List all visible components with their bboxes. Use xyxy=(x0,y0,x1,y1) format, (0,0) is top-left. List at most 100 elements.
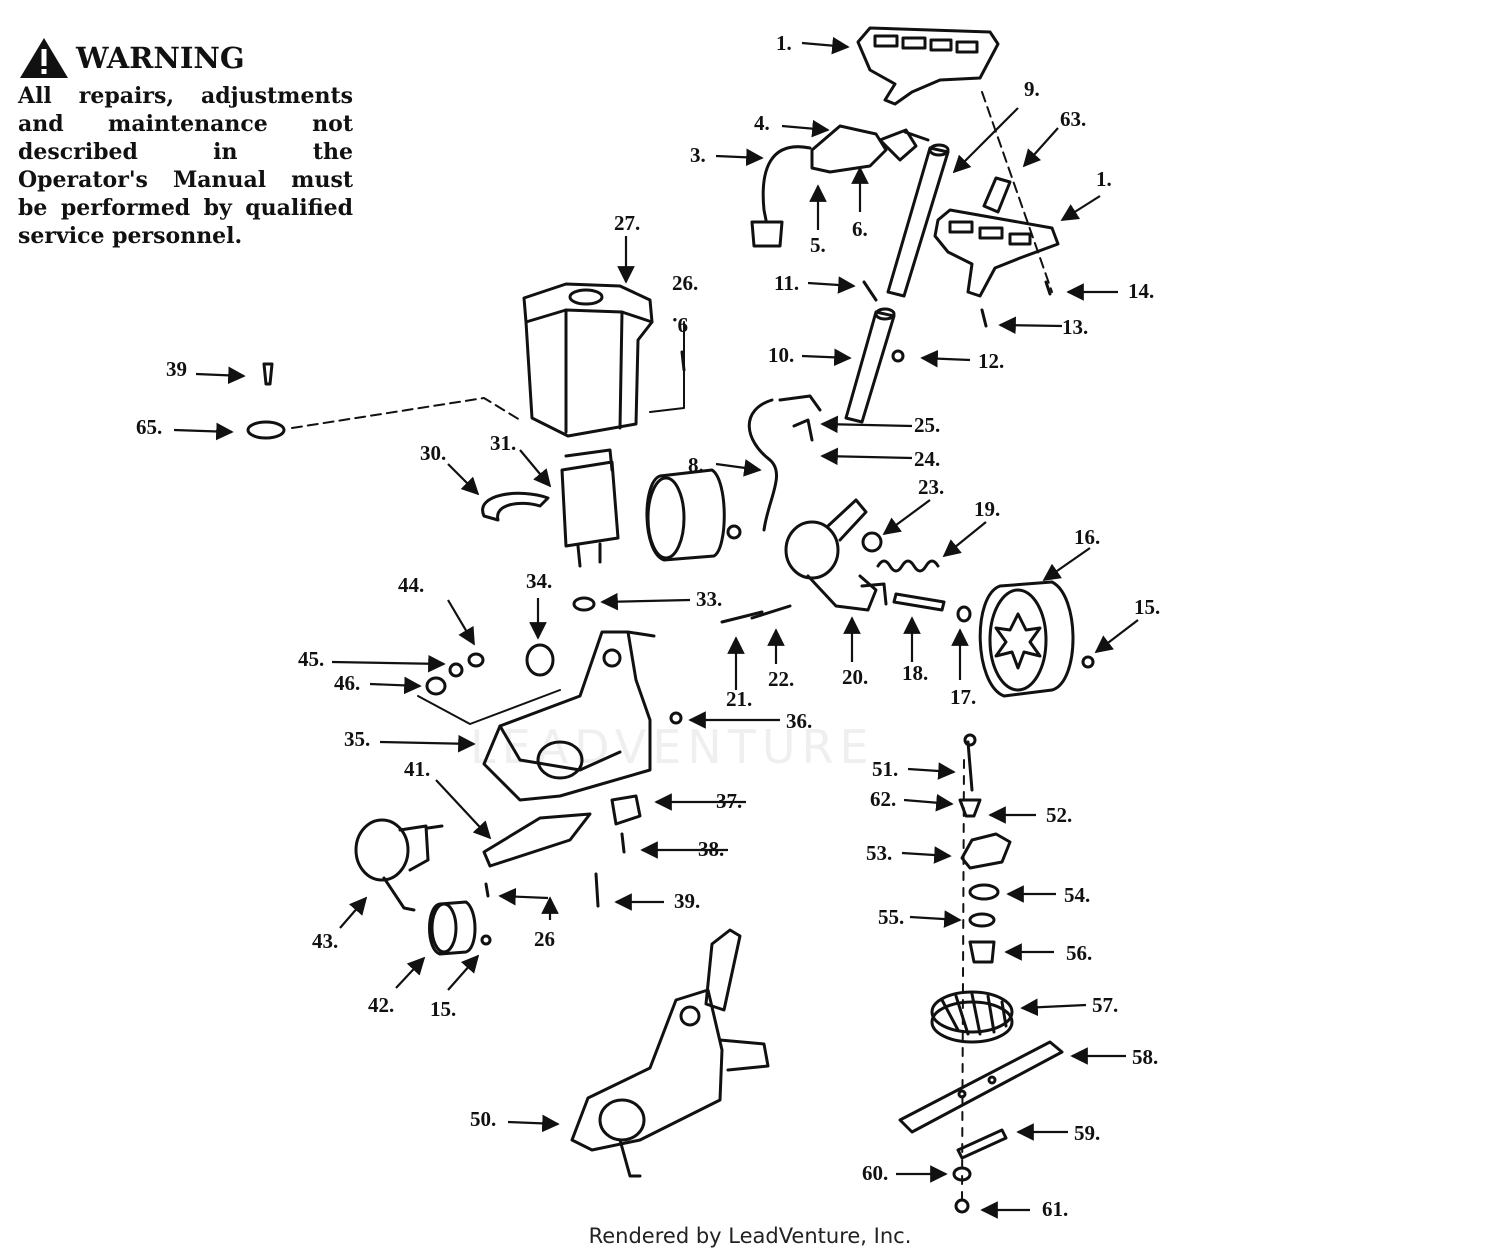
part-label-15-left: 15. xyxy=(430,997,456,1021)
wiring-part xyxy=(747,398,779,532)
part-label-24: 24. xyxy=(914,447,940,471)
part-label-42: 42. xyxy=(368,993,394,1017)
screw-39-part xyxy=(594,872,600,908)
part-label-13: 13. xyxy=(1062,315,1088,339)
part-label-37: 37. xyxy=(716,789,742,813)
warning-title: WARNING xyxy=(76,41,245,75)
nut-36-part xyxy=(669,711,683,725)
warning-triangle-icon xyxy=(20,38,68,78)
part-label-57: 57. xyxy=(1092,993,1118,1017)
part-label-38: 38. xyxy=(698,837,724,861)
part-label-25: 25. xyxy=(914,413,940,437)
wheel-small-part xyxy=(428,900,477,956)
switch-assembly-part xyxy=(810,124,930,174)
warning-header: WARNING xyxy=(18,36,353,80)
spacer-56-part xyxy=(968,940,996,964)
part-label-5: 5. xyxy=(810,233,826,257)
screw-39-top-part xyxy=(262,362,274,386)
part-label-50: 50. xyxy=(470,1107,496,1131)
part-label-1-lower: 1. xyxy=(1096,167,1112,191)
screw-11-part xyxy=(862,280,878,302)
warning-text: All repairs, adjustments and maintenance… xyxy=(18,83,353,249)
part-label-22: 22. xyxy=(768,667,794,691)
axle-housing-part xyxy=(784,498,888,612)
part-label-51: 51. xyxy=(872,757,898,781)
screw-14-part xyxy=(1044,280,1052,296)
plate-41-part xyxy=(482,812,592,868)
handle-lower-part xyxy=(933,208,1060,298)
washer-54-part xyxy=(968,883,1000,901)
watermark: LEADVENTURE xyxy=(470,720,875,774)
warning-box: WARNING All repairs, adjustments and mai… xyxy=(18,36,353,250)
part-label-53: 53. xyxy=(866,841,892,865)
part-label-8: 8. xyxy=(688,453,704,477)
part-label-3: 3. xyxy=(690,143,706,167)
pin-21-part xyxy=(720,610,764,624)
part-label-62: 62. xyxy=(870,787,896,811)
lower-shaft-part xyxy=(844,307,896,424)
edger-housing-part xyxy=(482,630,656,802)
armature-part xyxy=(560,448,620,568)
part-label-43: 43. xyxy=(312,929,338,953)
bracket-53-part xyxy=(960,832,1012,870)
washer-33-part xyxy=(572,596,596,612)
motor-cover-part xyxy=(522,282,654,438)
upper-shaft-part xyxy=(886,143,950,298)
nut-61-part xyxy=(954,1198,970,1214)
part-label-35: 35. xyxy=(344,727,370,751)
screw-38-part xyxy=(620,832,626,854)
part-label-9-rotated: 9. xyxy=(672,313,688,337)
part-label-26-lower: 26 xyxy=(534,927,555,951)
washer-55-part xyxy=(968,912,996,928)
part-label-27: 27. xyxy=(614,211,640,235)
part-label-14: 14. xyxy=(1128,279,1154,303)
bushing-17-part xyxy=(956,605,972,623)
part-label-55: 55. xyxy=(878,905,904,929)
screw-26-lower-part xyxy=(484,882,490,898)
part-label-60: 60. xyxy=(862,1161,888,1185)
part-label-34: 34. xyxy=(526,569,552,593)
part-label-39-lower: 39. xyxy=(674,889,700,913)
part-label-52: 52. xyxy=(1046,803,1072,827)
part-label-41: 41. xyxy=(404,757,430,781)
impeller-57-part xyxy=(930,990,1014,1044)
part-label-1-top: 1. xyxy=(776,31,792,55)
part-label-4: 4. xyxy=(754,111,770,135)
part-label-9: 9. xyxy=(1024,77,1040,101)
pin-22-part xyxy=(750,604,792,620)
part-label-18: 18. xyxy=(902,661,928,685)
part-label-30: 30. xyxy=(420,441,446,465)
part-label-15-right: 15. xyxy=(1134,595,1160,619)
nut-46-part xyxy=(425,676,447,696)
bearing-34-part xyxy=(525,643,555,677)
power-cord-part xyxy=(750,145,812,248)
blade-58-part xyxy=(898,1040,1064,1134)
part-label-45: 45. xyxy=(298,647,324,671)
part-label-56: 56. xyxy=(1066,941,1092,965)
part-label-19: 19. xyxy=(974,497,1000,521)
part-label-26-top: 26. xyxy=(672,271,698,295)
footer-credit: Rendered by LeadVenture, Inc. xyxy=(588,1224,912,1248)
part-label-31: 31. xyxy=(490,431,516,455)
depth-adjuster-part xyxy=(354,818,444,912)
screw-44-part xyxy=(467,652,485,668)
part-label-58: 58. xyxy=(1132,1045,1158,1069)
part-label-54: 54. xyxy=(1064,883,1090,907)
washer-65-part xyxy=(246,420,286,440)
part-label-10: 10. xyxy=(768,343,794,367)
handle-top-part xyxy=(856,26,1000,106)
part-label-65: 65. xyxy=(136,415,162,439)
bolt-51-part xyxy=(966,740,974,792)
part-label-16: 16. xyxy=(1074,525,1100,549)
part-label-39-top: 39 xyxy=(166,357,187,381)
part-label-11: 11. xyxy=(774,271,799,295)
assembled-edger-part xyxy=(570,928,770,1178)
part-label-23: 23. xyxy=(918,475,944,499)
part-label-46: 46. xyxy=(334,671,360,695)
nut-12-part xyxy=(891,349,905,363)
part-label-63: 63. xyxy=(1060,107,1086,131)
part-label-33: 33. xyxy=(696,587,722,611)
wheel-right-part xyxy=(978,580,1075,698)
part-label-61: 61. xyxy=(1042,1197,1068,1221)
